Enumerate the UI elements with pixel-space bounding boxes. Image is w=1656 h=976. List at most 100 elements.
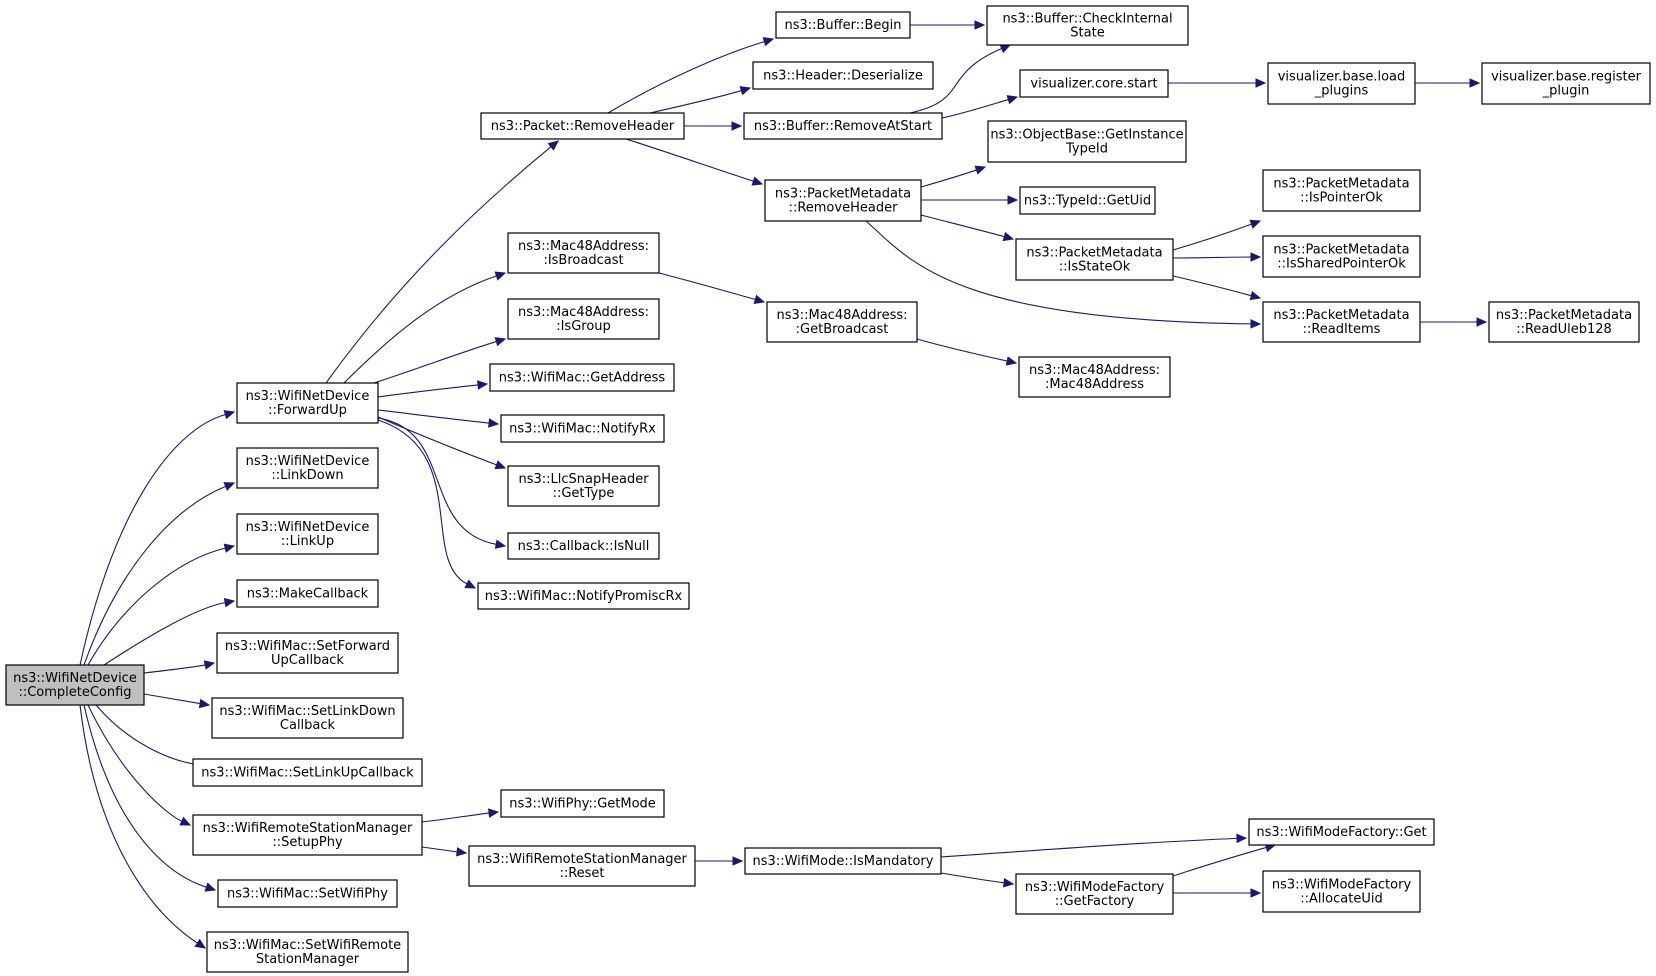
- edge-packet-remove-header-to-header-deserialize: [649, 86, 752, 114]
- edge-packet-remove-header-to-buffer-remove-at-start: [684, 121, 743, 131]
- node-get-address[interactable]: ns3::WifiMac::GetAddress: [489, 363, 675, 392]
- node-label-line: _plugins: [1314, 84, 1369, 99]
- node-mac48-ctor[interactable]: ns3::Mac48Address::Mac48Address: [1018, 356, 1171, 398]
- node-is-pointer-ok[interactable]: ns3::PacketMetadata::IsPointerOk: [1262, 169, 1421, 212]
- node-label-line: ::IsPointerOk: [1300, 191, 1383, 206]
- node-box: [468, 845, 696, 887]
- edge-arrowhead: [1476, 317, 1488, 327]
- edge-line: [1172, 275, 1252, 297]
- edge-arrowhead: [1249, 290, 1262, 301]
- node-box: [500, 414, 665, 443]
- edge-line: [377, 417, 497, 545]
- node-label-line: ::ForwardUp: [268, 403, 347, 418]
- edge-line: [649, 90, 742, 114]
- edge-line: [83, 704, 207, 888]
- node-buffer-remove-at-start[interactable]: ns3::Buffer::RemoveAtStart: [743, 112, 943, 140]
- edge-arrowhead: [1469, 78, 1481, 88]
- node-label-line: ns3::PacketMetadata: [1026, 246, 1162, 261]
- node-label-line: ::ReadUleb128: [1516, 322, 1612, 337]
- node-make-callback[interactable]: ns3::MakeCallback: [236, 579, 379, 608]
- node-label-line: visualizer.base.register: [1491, 70, 1642, 85]
- edge-visualizer-start-to-load-plugins: [1168, 78, 1267, 88]
- edge-line: [421, 846, 458, 853]
- node-notify-rx[interactable]: ns3::WifiMac::NotifyRx: [500, 414, 665, 443]
- node-setup-phy[interactable]: ns3::WifiRemoteStationManager::SetupPhy: [192, 814, 423, 856]
- edge-arrowhead: [1236, 833, 1248, 844]
- node-read-items[interactable]: ns3::PacketMetadata::ReadItems: [1262, 301, 1421, 343]
- edge-metadata-remove-header-to-typeid-get-uid: [921, 195, 1019, 205]
- node-register-plugin[interactable]: visualizer.base.register_plugin: [1481, 62, 1651, 105]
- edge-forward-up-to-notify-promisc-rx: [377, 419, 477, 589]
- node-link-up[interactable]: ns3::WifiNetDevice::LinkUp: [236, 513, 379, 555]
- node-label-line: ns3::TypeId::GetUid: [1024, 194, 1151, 209]
- node-is-broadcast[interactable]: ns3::Mac48Address::IsBroadcast: [507, 232, 660, 274]
- node-allocate-uid[interactable]: ns3::WifiModeFactory::AllocateUid: [1262, 870, 1421, 913]
- node-mode-is-mandatory[interactable]: ns3::WifiMode::IsMandatory: [744, 847, 942, 875]
- node-metadata-remove-header[interactable]: ns3::PacketMetadata::RemoveHeader: [764, 179, 922, 222]
- node-set-wifi-remote[interactable]: ns3::WifiMac::SetWifiRemoteStationManage…: [206, 931, 409, 973]
- node-label-line: ns3::LlcSnapHeader: [518, 472, 649, 487]
- edge-line: [920, 214, 1005, 238]
- node-label-line: ns3::WifiMac::SetLinkUpCallback: [201, 766, 414, 781]
- edge-packet-remove-header-to-buffer-begin: [607, 37, 775, 114]
- node-label-line: ns3::PacketMetadata: [1496, 308, 1632, 323]
- node-label-line: :Mac48Address: [1045, 377, 1144, 392]
- edge-arrowhead: [1002, 231, 1015, 242]
- node-box: [206, 931, 409, 973]
- node-callback-is-null[interactable]: ns3::Callback::IsNull: [507, 532, 660, 560]
- node-set-link-up[interactable]: ns3::WifiMac::SetLinkUpCallback: [192, 758, 423, 787]
- edge-forward-up-to-is-broadcast: [343, 271, 507, 384]
- node-station-reset[interactable]: ns3::WifiRemoteStationManager::Reset: [468, 845, 696, 887]
- node-box: [5, 664, 145, 706]
- node-box: [752, 61, 934, 90]
- node-complete-config[interactable]: ns3::WifiNetDevice::CompleteConfig: [5, 664, 145, 706]
- edge-metadata-remove-header-to-read-items: [865, 220, 1262, 329]
- node-label-line: ::ReadItems: [1303, 322, 1381, 337]
- edge-read-items-to-read-uleb128: [1420, 317, 1488, 327]
- node-is-group[interactable]: ns3::Mac48Address::IsGroup: [507, 298, 660, 340]
- node-forward-up[interactable]: ns3::WifiNetDevice::ForwardUp: [236, 382, 379, 424]
- edge-line: [377, 384, 479, 398]
- node-buffer-begin[interactable]: ns3::Buffer::Begin: [775, 11, 911, 39]
- node-label-line: ns3::PacketMetadata: [1273, 308, 1409, 323]
- edge-arrowhead: [494, 271, 507, 281]
- node-label-line: ns3::WifiMac::SetForward: [225, 639, 390, 654]
- node-label-line: ::IsStateOk: [1059, 260, 1131, 275]
- node-get-broadcast[interactable]: ns3::Mac48Address::GetBroadcast: [766, 301, 918, 343]
- node-label-line: ns3::Header::Deserialize: [763, 69, 923, 84]
- edge-line: [940, 872, 1005, 884]
- node-box: [987, 120, 1187, 163]
- node-notify-promisc-rx[interactable]: ns3::WifiMac::NotifyPromiscRx: [477, 582, 690, 610]
- node-link-down[interactable]: ns3::WifiNetDevice::LinkDown: [236, 447, 379, 489]
- node-label-line: ns3::WifiNetDevice: [246, 454, 370, 469]
- edge-arrowhead: [1255, 78, 1267, 88]
- edge-arrowhead: [974, 20, 986, 30]
- node-mode-factory-get[interactable]: ns3::WifiModeFactory::Get: [1248, 818, 1435, 846]
- edge-line: [909, 48, 1002, 114]
- node-label-line: ns3::ObjectBase::GetInstance: [990, 128, 1183, 143]
- node-label-line: UpCallback: [271, 653, 344, 668]
- node-set-wifi-phy[interactable]: ns3::WifiMac::SetWifiPhy: [217, 879, 398, 908]
- node-llc-get-type[interactable]: ns3::LlcSnapHeader::GetType: [507, 465, 660, 507]
- node-metadata-is-state-ok[interactable]: ns3::PacketMetadata::IsStateOk: [1015, 238, 1174, 281]
- node-mode-factory-get-factory[interactable]: ns3::WifiModeFactory::GetFactory: [1015, 873, 1174, 915]
- node-get-mode[interactable]: ns3::WifiPhy::GetMode: [500, 789, 665, 818]
- edge-arrowhead: [488, 808, 500, 818]
- node-typeid-get-uid[interactable]: ns3::TypeId::GetUid: [1019, 186, 1156, 215]
- node-box: [1262, 169, 1421, 212]
- node-load-plugins[interactable]: visualizer.base.load_plugins: [1267, 62, 1416, 105]
- edge-complete-config-to-link-up: [87, 543, 236, 666]
- node-packet-remove-header[interactable]: ns3::Packet::RemoveHeader: [480, 112, 685, 140]
- node-header-deserialize[interactable]: ns3::Header::Deserialize: [752, 61, 934, 90]
- edge-arrowhead: [494, 337, 507, 347]
- node-label-line: ::Reset: [559, 866, 604, 881]
- node-visualizer-start[interactable]: visualizer.core.start: [1019, 69, 1169, 98]
- edge-arrowhead: [974, 165, 987, 175]
- node-box: [1262, 235, 1421, 278]
- node-read-uleb128[interactable]: ns3::PacketMetadata::ReadUleb128: [1488, 301, 1640, 343]
- node-is-shared-pointer-ok[interactable]: ns3::PacketMetadata::IsSharedPointerOk: [1262, 235, 1421, 278]
